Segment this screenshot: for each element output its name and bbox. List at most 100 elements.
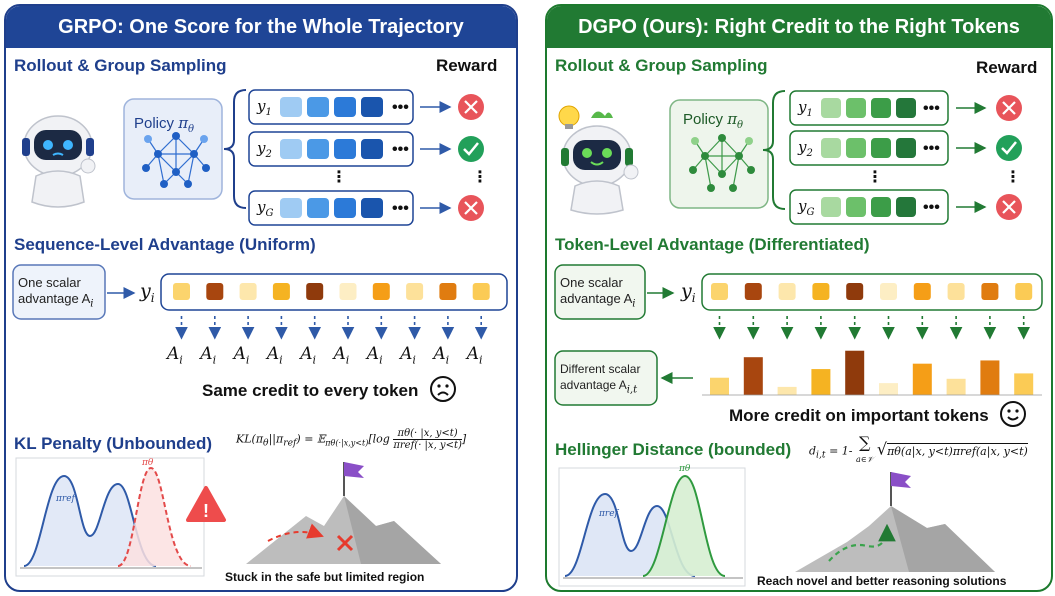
- rollout-rows: ••• ••• ••• ⋮ ⋮: [789, 90, 1021, 225]
- rollout-title: Rollout & Group Sampling: [555, 56, 768, 75]
- svg-text:⋮: ⋮: [331, 169, 347, 186]
- svg-text:•••: •••: [923, 140, 940, 157]
- token-cell: [439, 283, 457, 300]
- dist-ref-label: πref: [56, 494, 75, 504]
- svg-text:⋮: ⋮: [1005, 169, 1021, 186]
- token-advantage-label: Ai: [400, 344, 416, 367]
- token-cell: [206, 283, 224, 300]
- token-cell: [406, 283, 424, 300]
- advantage-bar: [912, 363, 932, 395]
- flag-icon: [891, 472, 911, 488]
- advantage-bar: [980, 360, 1000, 395]
- reward-wrong-icon: [458, 94, 484, 120]
- happy-face-icon: [999, 400, 1027, 433]
- mountain-caption: Reach novel and better reasoning solutio…: [757, 574, 1007, 588]
- advantage-title: Token-Level Advantage (Differentiated): [555, 235, 870, 254]
- token-advantage-label: Ai: [266, 344, 283, 367]
- svg-text:!: !: [203, 501, 209, 521]
- token-seq-label: yi: [140, 280, 155, 305]
- token-cell: [306, 283, 324, 300]
- advantage-bar: [743, 357, 763, 395]
- policy-network-nodes: [689, 134, 755, 192]
- advantage-bar: [777, 386, 797, 395]
- token-cell: [339, 283, 357, 300]
- reward-label: Reward: [436, 56, 498, 75]
- token-cell: [778, 283, 796, 300]
- kl-title: KL Penalty (Unbounded): [14, 434, 213, 453]
- row-label-2: y2: [798, 138, 813, 159]
- svg-text:•••: •••: [392, 141, 409, 158]
- svg-text:•••: •••: [923, 100, 940, 117]
- rollout-title: Rollout & Group Sampling: [14, 56, 227, 75]
- token-advantage-label: Ai: [300, 344, 316, 367]
- reward-wrong-icon: [996, 95, 1022, 121]
- warning-icon: !: [186, 486, 226, 522]
- reward-wrong-icon: [458, 195, 484, 221]
- token-cell: [947, 283, 965, 300]
- token-cell: [472, 283, 490, 300]
- group-brace: [762, 90, 786, 210]
- different-advantage-box: [554, 350, 658, 406]
- token-advantage-label: Ai: [366, 344, 383, 367]
- token-advantage-label: Ai: [167, 344, 183, 367]
- reward-label: Reward: [976, 58, 1038, 77]
- kl-formula: KL(πθ||πref) = 𝔼πθ(·|x,y<t)[log πθ(· |x,…: [236, 428, 467, 451]
- token-cell: [744, 283, 762, 300]
- scalar-advantage-text: One scalar advantage Ai: [560, 275, 636, 310]
- token-advantage-label: Ai: [200, 344, 217, 367]
- advantage-bar: [879, 383, 898, 395]
- token-cell: [1015, 283, 1033, 300]
- token-cell: [173, 283, 190, 300]
- dist-theta-label: πθ: [679, 464, 691, 474]
- fail-x-icon: [336, 534, 354, 552]
- same-credit-caption: Same credit to every token: [202, 375, 457, 408]
- reward-wrong-icon: [996, 194, 1022, 220]
- token-cell: [272, 283, 290, 300]
- token-advantage-label: Ai: [433, 344, 450, 367]
- robot-confused-icon: [22, 115, 96, 208]
- reward-correct-icon: [458, 136, 484, 162]
- flag-icon: [344, 462, 364, 478]
- robot-idea-icon: [558, 105, 639, 215]
- grpo-graphics: ••• ••• ••• ⋮ ⋮ !: [12, 89, 508, 577]
- mountain-caption: Stuck in the safe but limited region: [225, 570, 425, 584]
- advantage-title: Sequence-Level Advantage (Uniform): [14, 235, 316, 254]
- svg-text:•••: •••: [392, 99, 409, 116]
- scalar-advantage-text: One scalar advantage Ai: [18, 275, 94, 310]
- dgpo-header: DGPO (Ours): Right Credit to the Right T…: [547, 6, 1051, 48]
- svg-text:⋮: ⋮: [472, 169, 488, 186]
- row-label-g: yG: [257, 198, 274, 219]
- svg-text:⋮: ⋮: [867, 169, 883, 186]
- token-advantage-label: Ai: [233, 344, 250, 367]
- policy-box: [123, 98, 223, 200]
- token-cell: [239, 283, 257, 300]
- dist-ref-label: πref: [599, 509, 618, 519]
- svg-text:•••: •••: [392, 200, 409, 217]
- more-credit-caption: More credit on important tokens: [729, 400, 1027, 433]
- token-advantage-label: Ai: [466, 344, 483, 367]
- token-cell: [880, 283, 897, 300]
- policy-box: [669, 99, 769, 209]
- policy-label: Policy πθ: [683, 110, 744, 131]
- token-seq-label: yi: [681, 280, 696, 305]
- reward-correct-icon: [996, 135, 1022, 161]
- hellinger-title: Hellinger Distance (bounded): [555, 440, 792, 459]
- advantage-bar: [1014, 373, 1034, 395]
- token-cell: [981, 283, 999, 300]
- grpo-panel: GRPO: One Score for the Whole Trajectory: [4, 4, 518, 592]
- row-label-1: y1: [798, 98, 813, 119]
- policy-network-nodes: [142, 132, 210, 188]
- token-cell: [711, 283, 728, 300]
- grpo-header: GRPO: One Score for the Whole Trajectory: [6, 6, 516, 48]
- hellinger-formula: di,t = 1- ∑a∈𝒱 √πθ(a|x, y<t)πref(a|x, y<…: [809, 433, 1028, 464]
- dist-theta-label: πθ: [142, 458, 154, 468]
- token-cell: [812, 283, 830, 300]
- token-cell: [913, 283, 931, 300]
- advantage-bar: [845, 350, 865, 395]
- dgpo-graphics: ••• ••• ••• ⋮ ⋮: [554, 90, 1043, 587]
- rollout-rows: ••• ••• ••• ⋮ ⋮: [248, 89, 488, 226]
- svg-text:•••: •••: [923, 199, 940, 216]
- sad-face-icon: [429, 375, 457, 408]
- advantage-bar: [811, 369, 831, 395]
- token-cell: [372, 283, 390, 300]
